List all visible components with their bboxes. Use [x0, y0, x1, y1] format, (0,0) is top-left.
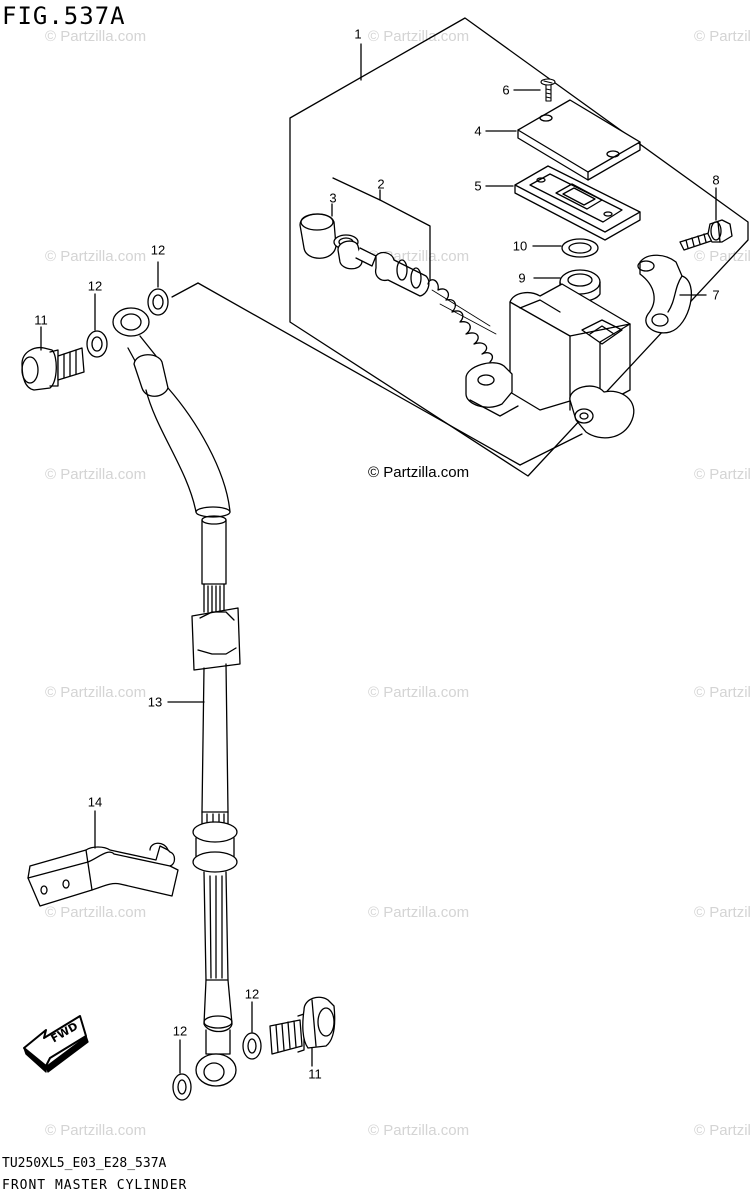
banjo-washer-lower-right: [242, 1032, 262, 1060]
clamp-bolt: [679, 219, 733, 251]
master-cylinder-body: [465, 269, 635, 439]
watermark: © Partzilla.com: [368, 904, 470, 921]
forward-direction-arrow-icon: [23, 1015, 89, 1073]
handlebar-clamp: [637, 254, 692, 334]
watermark: © Partzilla.com: [45, 466, 147, 483]
dashed-guide-line: [519, 433, 583, 466]
watermark: © Partzilla.com: [368, 1122, 470, 1139]
callout-8[interactable]: 8: [712, 172, 720, 188]
watermark: © Partzilla.com: [45, 248, 147, 265]
banjo-bolt-lower: [269, 996, 336, 1055]
watermark: © Partzilla.com: [694, 904, 750, 921]
callout-2[interactable]: 2: [377, 176, 385, 192]
watermark: © Partzilla.com: [45, 28, 147, 45]
copyright-notice: © Partzilla.com: [368, 464, 470, 481]
watermark: © Partzilla.com: [45, 684, 147, 701]
watermark: © Partzilla.com: [368, 684, 470, 701]
callout-3[interactable]: 3: [329, 190, 337, 206]
watermark: © Partzilla.com: [694, 466, 750, 483]
callout-12-lower-left[interactable]: 12: [172, 1023, 188, 1039]
callout-5[interactable]: 5: [474, 178, 482, 194]
banjo-washer-upper-outer: [147, 288, 169, 316]
banjo-washer-upper-inner: [86, 330, 108, 358]
watermark: © Partzilla.com: [45, 904, 147, 921]
callout-4[interactable]: 4: [474, 123, 482, 139]
watermark: © Partzilla.com: [368, 28, 470, 45]
callout-10[interactable]: 10: [512, 238, 528, 254]
callout-11-lower[interactable]: 11: [308, 1066, 322, 1082]
callout-14[interactable]: 14: [87, 794, 103, 810]
watermark: © Partzilla.com: [694, 684, 750, 701]
watermark: © Partzilla.com: [694, 28, 750, 45]
callout-9[interactable]: 9: [518, 270, 526, 286]
leader-line: [332, 177, 431, 281]
callout-13[interactable]: 13: [147, 694, 163, 710]
reservoir-cap: [517, 99, 641, 181]
reservoir-seal-ring: [561, 238, 599, 258]
reservoir-cap-screw: [540, 78, 556, 102]
diaphragm-plate: [514, 165, 641, 241]
dashed-guide-line: [171, 282, 199, 298]
callout-12-lower-right[interactable]: 12: [244, 986, 260, 1002]
figure-code: TU250XL5_E03_E28_537A: [2, 1156, 167, 1171]
brake-hose: [112, 307, 241, 1087]
banjo-bolt-upper: [21, 346, 85, 391]
dust-boot: [299, 213, 337, 259]
callout-7[interactable]: 7: [712, 287, 720, 303]
figure-title: FIG.537A: [2, 2, 126, 30]
dashed-guide-line: [197, 282, 521, 466]
callout-12-upper-outer[interactable]: 12: [150, 242, 166, 258]
banjo-washer-lower-left: [172, 1073, 192, 1101]
hose-bracket: [27, 842, 179, 907]
watermark: © Partzilla.com: [694, 1122, 750, 1139]
callout-12-upper-inner[interactable]: 12: [87, 278, 103, 294]
piston-kit: [333, 234, 497, 363]
figure-name: FRONT MASTER CYLINDER: [2, 1178, 188, 1193]
callout-6[interactable]: 6: [502, 82, 510, 98]
callout-11-upper[interactable]: 11: [34, 312, 48, 328]
callout-1[interactable]: 1: [354, 26, 362, 42]
watermark: © Partzilla.com: [45, 1122, 147, 1139]
assembly-boundary: [289, 17, 749, 477]
